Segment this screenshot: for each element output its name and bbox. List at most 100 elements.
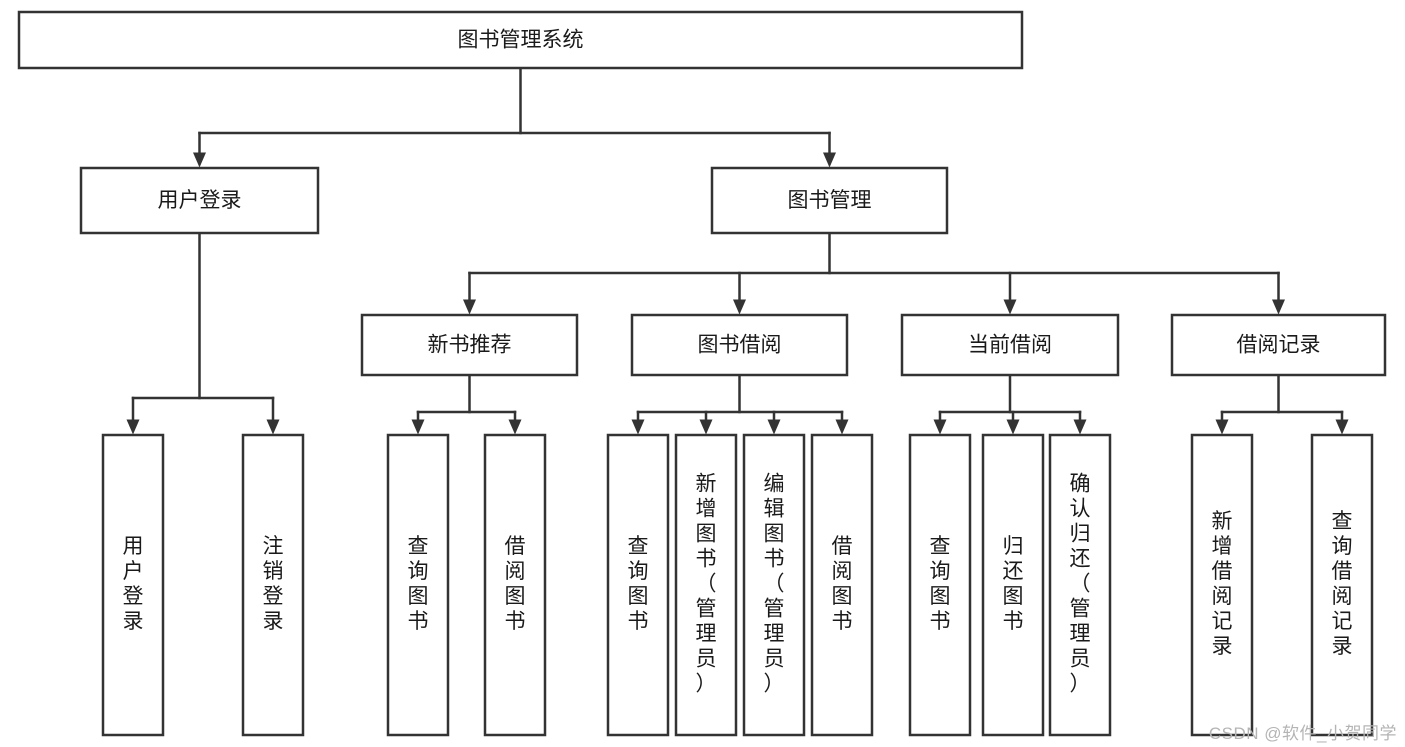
- node-box: [981, 433, 1045, 737]
- node-label-char: 图: [930, 585, 951, 608]
- node-label-char: 查: [1332, 510, 1353, 533]
- arrow-head-icon: [767, 419, 781, 435]
- node-label: 图书管理系统: [458, 29, 584, 52]
- arrow-head-icon: [631, 419, 645, 435]
- node-label-char: 图: [505, 585, 526, 608]
- arrow-head-icon: [463, 299, 476, 315]
- arrow-head-icon: [126, 419, 140, 435]
- node-box: [101, 433, 165, 737]
- node-label-char: 记: [1332, 610, 1353, 633]
- node-level3-1[interactable]: 图书借阅: [630, 313, 849, 377]
- node-label-char: ）: [1070, 673, 1091, 696]
- node-level3-2[interactable]: 当前借阅: [900, 313, 1120, 377]
- node-leaf-0[interactable]: 用户登录: [101, 433, 165, 737]
- node-label-char: ）: [764, 673, 785, 696]
- node-level2-1[interactable]: 图书管理: [710, 166, 949, 235]
- node-label-char: 图: [764, 523, 785, 546]
- node-label-char: 书: [930, 610, 951, 633]
- arrow-head-icon: [1335, 419, 1349, 435]
- node-label-char: 新: [696, 473, 717, 496]
- node-box: [742, 433, 806, 737]
- node-layer: 图书管理系统用户登录图书管理新书推荐图书借阅当前借阅借阅记录用户登录注销登录查询…: [17, 10, 1387, 737]
- node-label-char: 查: [930, 535, 951, 558]
- node-label-char: 询: [628, 560, 649, 583]
- node-label-char: 管: [696, 598, 717, 621]
- node-label-char: 理: [1070, 623, 1091, 646]
- node-label-char: 还: [1070, 548, 1091, 571]
- node-label-char: 录: [1212, 635, 1233, 658]
- node-label-char: 归: [1070, 523, 1091, 546]
- arrow-head-icon: [733, 299, 746, 315]
- node-label-char: 还: [1003, 560, 1024, 583]
- node-label-char: 借: [1332, 560, 1353, 583]
- node-label-char: 增: [696, 498, 717, 521]
- node-label-char: 归: [1003, 535, 1024, 558]
- node-label-char: 编: [764, 473, 785, 496]
- node-label: 图书管理: [788, 189, 872, 212]
- node-label-char: 理: [764, 623, 785, 646]
- node-root-system[interactable]: 图书管理系统: [17, 10, 1024, 70]
- watermark-text: CSDN @软件_小贺同学: [1208, 724, 1397, 743]
- node-label-char: 户: [123, 560, 144, 583]
- arrow-head-icon: [1215, 419, 1229, 435]
- node-label: 新书推荐: [428, 334, 512, 357]
- node-label-char: 书: [505, 610, 526, 633]
- node-level2-0[interactable]: 用户登录: [79, 166, 320, 235]
- node-label: 当前借阅: [968, 334, 1052, 357]
- arrow-head-icon: [1003, 299, 1017, 315]
- node-label-char: 阅: [832, 560, 853, 583]
- node-label-char: 书: [408, 610, 429, 633]
- node-label-char: 图: [1003, 585, 1024, 608]
- node-label-char: 书: [1003, 610, 1024, 633]
- node-box: [1190, 433, 1254, 737]
- arrow-head-icon: [1073, 419, 1087, 435]
- arrow-head-icon: [266, 419, 280, 435]
- node-box: [810, 433, 874, 737]
- node-label-char: 销: [263, 560, 284, 583]
- node-label-char: 管: [764, 598, 785, 621]
- node-label-char: 录: [1332, 635, 1353, 658]
- arrow-head-icon: [823, 152, 836, 168]
- node-label-char: 用: [123, 535, 144, 558]
- node-label-char: 询: [1332, 535, 1353, 558]
- node-box: [1170, 313, 1387, 377]
- node-label-char: 注: [263, 535, 284, 558]
- node-box: [386, 433, 450, 737]
- node-box: [360, 313, 579, 377]
- node-label-char: 图: [832, 585, 853, 608]
- node-box: [606, 433, 670, 737]
- node-label-char: 借: [1212, 560, 1233, 583]
- node-label-char: 阅: [505, 560, 526, 583]
- node-label-char: 阅: [1332, 585, 1353, 608]
- node-label-char: （: [764, 573, 785, 596]
- arrow-head-icon: [508, 419, 522, 435]
- node-box: [17, 10, 1024, 70]
- node-label-char: 询: [930, 560, 951, 583]
- node-level3-3[interactable]: 借阅记录: [1170, 313, 1387, 377]
- node-label-char: 确: [1070, 473, 1091, 496]
- node-level3-0[interactable]: 新书推荐: [360, 313, 579, 377]
- node-label-char: 书: [832, 610, 853, 633]
- node-label-char: 阅: [1212, 585, 1233, 608]
- node-label-char: 借: [505, 535, 526, 558]
- node-box: [79, 166, 320, 235]
- node-label-char: （: [696, 573, 717, 596]
- node-label-char: 员: [696, 648, 717, 671]
- node-label-char: 借: [832, 535, 853, 558]
- node-label-char: 录: [263, 610, 284, 633]
- node-label-char: 员: [1070, 648, 1091, 671]
- node-label: 借阅记录: [1237, 334, 1321, 357]
